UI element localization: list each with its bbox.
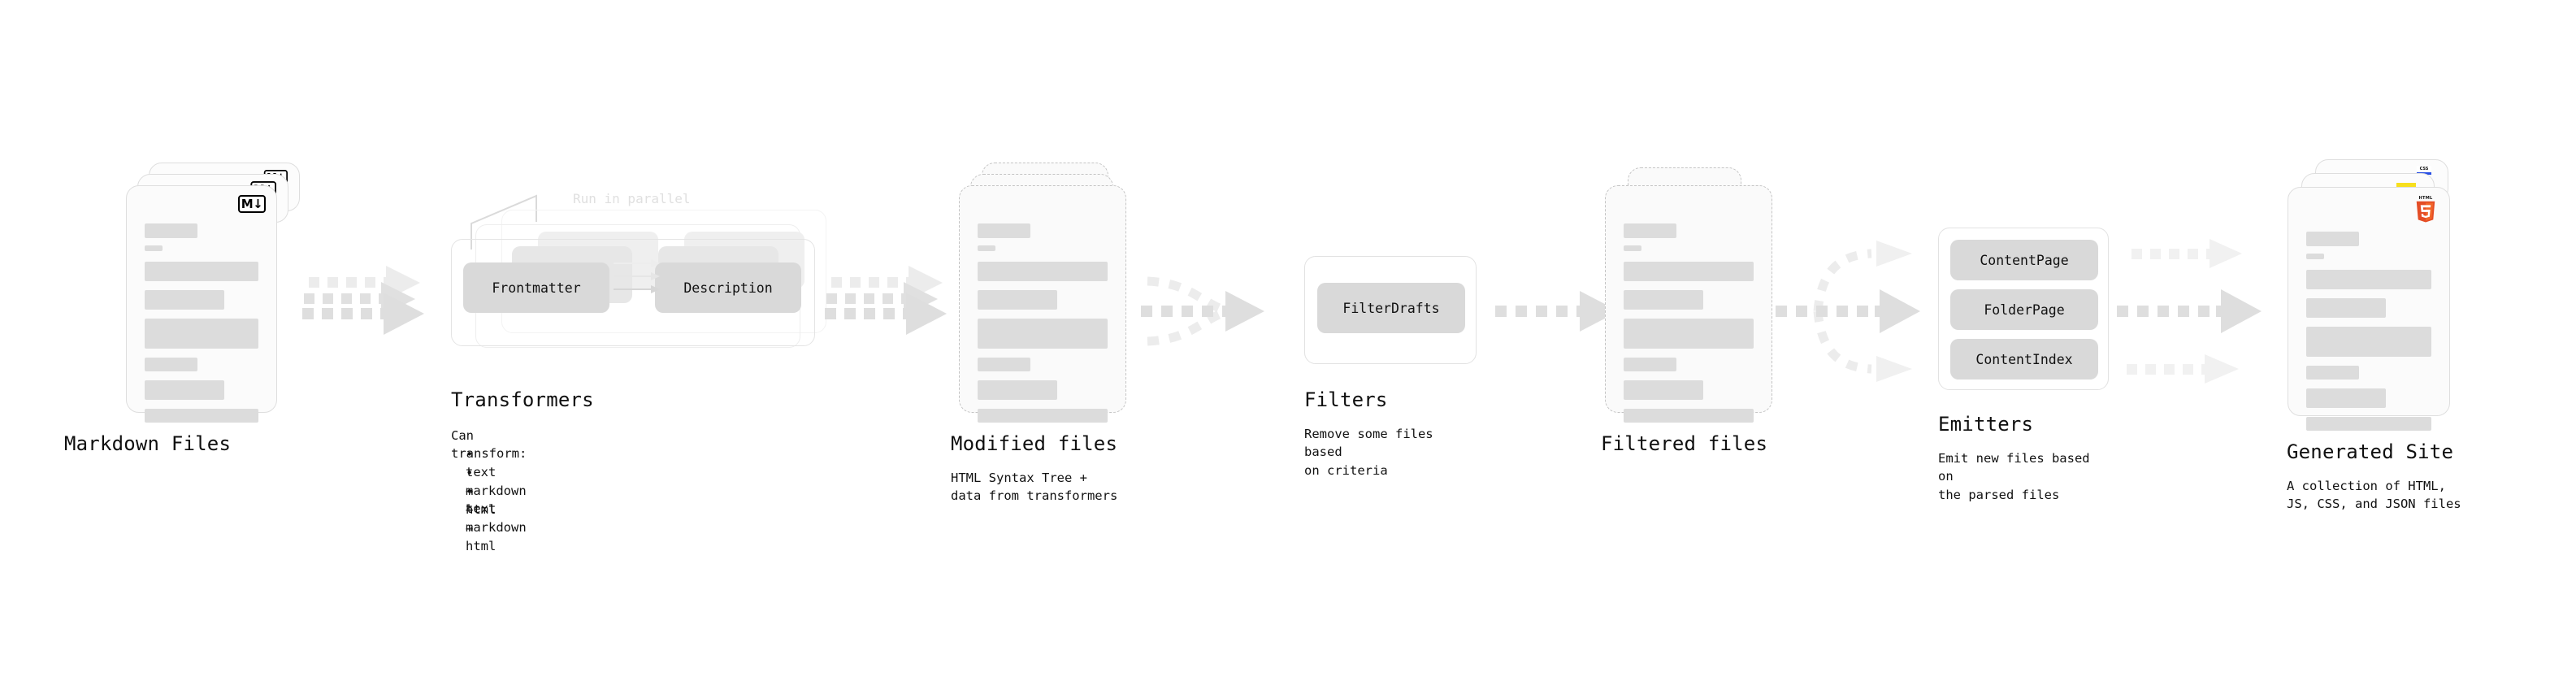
skeleton-bar (978, 262, 1108, 281)
skeleton-bar (2306, 232, 2359, 246)
skeleton-bar (978, 380, 1057, 400)
stage-emitters: ContentPage FolderPage ContentIndex Emit… (1938, 228, 2109, 502)
run-in-parallel-leader (459, 191, 573, 256)
markdown-badge: M↓ (238, 195, 266, 213)
stage-modified-files: Modified files HTML Syntax Tree + data f… (951, 163, 1134, 503)
stage-title-transformers: Transformers (451, 388, 594, 411)
skeleton-bar (145, 290, 224, 310)
generated-card-html: HTML (2288, 187, 2450, 431)
transformers-bullet-2: • markdown → markdown (466, 466, 527, 536)
generated-site-desc: A collection of HTML, JS, CSS, and JSON … (2287, 479, 2461, 512)
skeleton-bar (978, 290, 1057, 310)
stage-title-filtered-files: Filtered files (1601, 432, 1768, 455)
skeleton-bar (2306, 366, 2359, 380)
transformer-pill-frontmatter[interactable]: Frontmatter (463, 262, 609, 313)
filtered-file-stack (1605, 163, 1780, 423)
skeleton-bar (978, 358, 1030, 371)
arrow-markdown-to-transformers (302, 266, 432, 362)
skeleton-bar (145, 380, 224, 400)
skeleton-bar (145, 409, 258, 423)
skeleton-bar (1624, 380, 1703, 400)
skeleton-bar (145, 223, 197, 238)
filters-panel: FilterDrafts (1304, 256, 1477, 364)
stage-title-emitters: Emitters (1938, 413, 2034, 436)
emitters-panel: ContentPage FolderPage ContentIndex (1938, 228, 2109, 390)
transformers-desc-head: Can transform: (451, 428, 527, 462)
skeleton-bar (1624, 223, 1676, 238)
stage-title-modified-files: Modified files (951, 432, 1118, 455)
skeleton-bar (1624, 319, 1754, 349)
transformer-panel-front: Frontmatter Description (451, 239, 815, 346)
transformer-inner-arrows (614, 258, 687, 315)
markdown-card-front: M↓ (126, 185, 277, 423)
skeleton-bar (978, 245, 995, 251)
skeleton-bar (145, 262, 258, 281)
stage-filters: FilterDrafts Filters Remove some files b… (1304, 256, 1477, 478)
skeleton-bar (2306, 417, 2431, 431)
modified-card-front (959, 185, 1126, 423)
css-badge-label: CSS (2419, 167, 2429, 171)
skeleton-bar (2306, 388, 2386, 408)
skeleton-bar (145, 245, 163, 251)
skeleton-bar (978, 319, 1108, 349)
html5-badge: HTML (2413, 194, 2438, 228)
stage-title-markdown-files: Markdown Files (64, 432, 232, 455)
skeleton-bar (2306, 298, 2386, 318)
stage-filtered-files: Filtered files (1601, 163, 1780, 455)
modified-files-desc: HTML Syntax Tree + data from transformer… (951, 471, 1118, 504)
arrow-modified-to-filters (1141, 275, 1287, 364)
skeleton-bar (1624, 358, 1676, 371)
skeleton-bar (2306, 270, 2431, 289)
arrow-transformers-to-modified (825, 266, 955, 362)
transformers-bullet-1: • text → text (466, 447, 497, 517)
annotation-run-in-parallel: Run in parallel (573, 191, 691, 206)
skeleton-bar (1624, 245, 1641, 251)
file-skeleton (1624, 223, 1754, 430)
svg-text:HTML: HTML (2418, 196, 2433, 201)
filters-desc: Remove some files based on criteria (1304, 427, 1433, 478)
arrow-filters-to-filtered (1495, 291, 1619, 349)
skeleton-bar (978, 223, 1030, 238)
stage-markdown-files: M↓ M↓ M↓ Markdown Files (64, 163, 301, 455)
skeleton-bar (1624, 262, 1754, 281)
skeleton-bar (2306, 254, 2324, 259)
modified-file-stack (959, 163, 1134, 423)
file-skeleton (978, 223, 1108, 430)
markdown-file-stack: M↓ M↓ M↓ (126, 163, 301, 423)
emitter-pill-contentindex[interactable]: ContentIndex (1950, 339, 2098, 380)
file-skeleton (2306, 232, 2431, 438)
skeleton-bar (145, 358, 197, 371)
filter-pill-filterdrafts[interactable]: FilterDrafts (1317, 283, 1465, 333)
file-skeleton (145, 223, 258, 430)
skeleton-bar (1624, 290, 1703, 310)
transformer-pill-description[interactable]: Description (655, 262, 801, 313)
arrow-emitters-to-site (2117, 234, 2263, 388)
skeleton-bar (2306, 327, 2431, 357)
stage-title-generated-site: Generated Site (2287, 440, 2454, 463)
skeleton-bar (978, 409, 1108, 423)
skeleton-bar (1624, 409, 1754, 423)
transformers-bullet-3: • html → html (466, 484, 497, 554)
emitter-pill-folderpage[interactable]: FolderPage (1950, 289, 2098, 330)
emitter-pill-contentpage[interactable]: ContentPage (1950, 240, 2098, 280)
stage-generated-site: CSS HTML (2287, 159, 2474, 511)
emitters-desc: Emit new files based on the parsed files (1938, 451, 2090, 502)
skeleton-bar (145, 319, 258, 349)
arrow-filtered-to-emitters (1776, 234, 1930, 388)
generated-file-stack: CSS HTML (2288, 159, 2474, 431)
filtered-card-front (1605, 185, 1772, 423)
stage-title-filters: Filters (1304, 388, 1388, 411)
